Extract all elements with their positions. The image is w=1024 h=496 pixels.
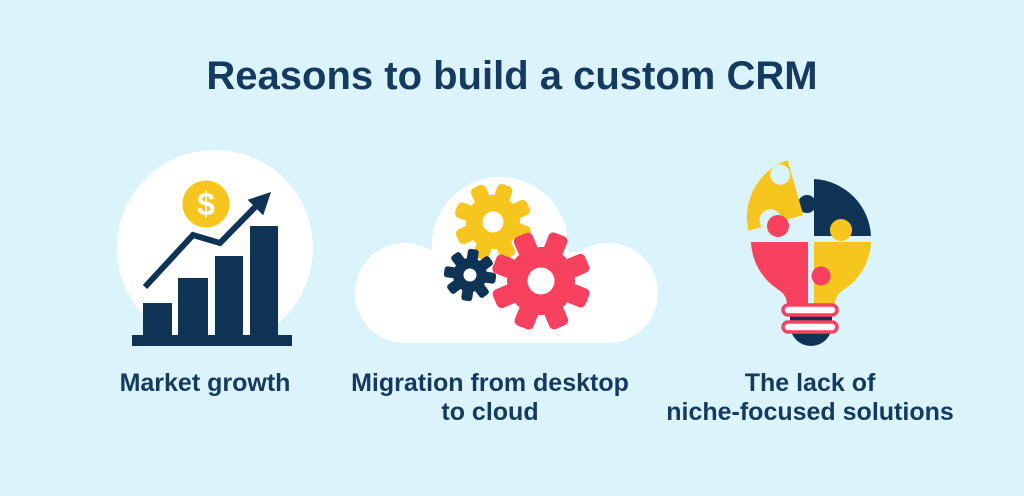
puzzle-piece-navy xyxy=(798,179,871,236)
trend-arrow xyxy=(142,192,271,290)
caption-cloud-migration: Migration from desktop to cloud xyxy=(330,369,650,427)
growth-chart-icon: $ xyxy=(117,150,313,346)
caption-line: The lack of xyxy=(744,369,876,397)
puzzle-knob-pink-up xyxy=(767,215,789,237)
caption-line: niche-focused solutions xyxy=(666,398,954,426)
page-title: Reasons to build a custom CRM xyxy=(206,54,818,98)
caption-line: Migration from desktop xyxy=(351,369,629,397)
puzzle-knob-pink-right xyxy=(811,266,831,286)
figure-niche-solutions xyxy=(727,138,887,358)
figure-cloud-migration xyxy=(355,172,665,352)
dollar-symbol: $ xyxy=(197,186,215,222)
gear-navy-icon xyxy=(443,248,497,302)
caption-niche-solutions: The lack of niche-focused solutions xyxy=(650,369,970,427)
puzzle-knob-yellow-up xyxy=(830,219,852,241)
gear-yellow-icon xyxy=(455,184,531,260)
puzzle-piece-yellow-right xyxy=(814,242,871,304)
gear-pink-icon xyxy=(492,232,590,330)
figure-market-growth: $ xyxy=(110,143,320,358)
puzzle-lightbulb-icon xyxy=(746,160,871,346)
bar-chart-bars xyxy=(132,226,292,346)
bulb-base xyxy=(781,303,839,346)
puzzle-piece-pink xyxy=(751,242,808,304)
dollar-coin-icon: $ xyxy=(182,180,230,228)
cloud-gears-icon xyxy=(355,177,658,343)
caption-line: Market growth xyxy=(119,369,291,397)
caption-line: to cloud xyxy=(441,398,539,426)
caption-market-growth: Market growth xyxy=(55,369,355,398)
